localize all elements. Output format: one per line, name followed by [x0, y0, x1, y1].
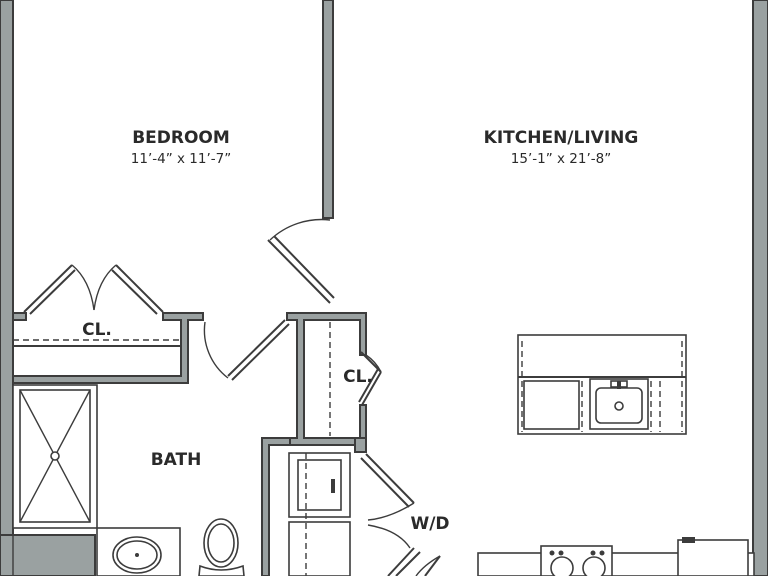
- closet-wall-left: [12, 312, 27, 321]
- refrigerator: [677, 537, 749, 576]
- east-exterior-wall: [752, 0, 768, 576]
- south-west-wall-block: [0, 534, 96, 576]
- bedroom-partition-wall: [322, 0, 334, 219]
- bedroom-closet: [12, 264, 204, 384]
- bedroom-closet-label: CL.: [82, 320, 112, 340]
- hall-closet-label: CL.: [343, 367, 373, 387]
- bath-door: [203, 319, 290, 381]
- hall-closet-door: [358, 351, 382, 406]
- laundry-bifold-door: [360, 453, 441, 576]
- core-walls: [261, 312, 367, 576]
- vanity: [96, 527, 181, 576]
- kitchen-living-label: KITCHEN/LIVING: [484, 128, 639, 148]
- bedroom-label: BEDROOM: [132, 128, 230, 148]
- shower: [12, 384, 98, 529]
- toilet: [198, 518, 245, 576]
- bath-label: BATH: [151, 450, 202, 470]
- kitchen-living-dimensions: 15’-1” x 21’-8”: [511, 151, 611, 167]
- washer-dryer: [288, 452, 351, 576]
- laundry-label: W/D: [410, 514, 449, 534]
- kitchen-counter: [477, 545, 755, 576]
- bedroom-dimensions: 11’-4” x 11’-7”: [131, 151, 231, 167]
- west-exterior-wall: [0, 0, 14, 576]
- closet-wall-right: [12, 312, 204, 384]
- bedroom-door: [267, 218, 335, 304]
- kitchen-sink: [589, 378, 649, 430]
